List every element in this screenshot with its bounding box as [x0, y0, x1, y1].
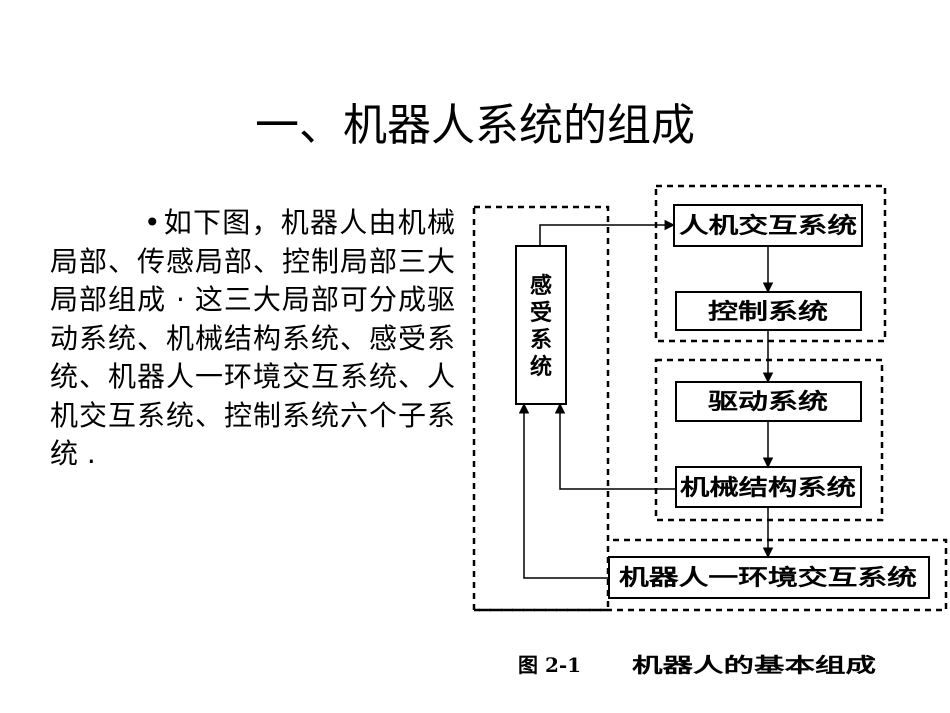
lower-subsystem-group-outline — [654, 358, 884, 522]
environment-interaction-box — [608, 556, 930, 599]
outer-group-bottom-outline — [474, 538, 948, 612]
sensing-label-char-4: 统 — [530, 354, 552, 380]
sensing-label-char-1: 感 — [530, 273, 552, 299]
sensing-label-char-3: 系 — [530, 327, 552, 353]
drive-system-label: 驱动系统 — [708, 389, 828, 415]
control-system-label: 控制系统 — [708, 299, 828, 325]
upper-subsystem-group-outline — [654, 184, 887, 343]
mechanical-to-sensing-connector — [554, 402, 676, 490]
sensing-to-hmi-connector — [539, 219, 676, 246]
environment-to-sensing-connector — [518, 402, 609, 579]
figure-caption: 机器人的基本组成 — [632, 653, 876, 677]
hmi-system-box — [673, 204, 863, 247]
slide-title: 一、机器人系统的组成 — [255, 100, 695, 151]
hmi-system-label: 人机交互系统 — [679, 213, 857, 239]
environment-interaction-label: 机器人一环境交互系统 — [619, 565, 917, 591]
control-system-box — [675, 291, 862, 331]
paragraph-text: 如下图，机器人由机械局部、传感局部、控制局部三大局部组成 · 这三大局部可分成驱… — [50, 206, 455, 470]
mechanical-system-box — [675, 466, 862, 508]
figure-number: 图 2-1 — [518, 653, 581, 677]
bullet-marker: • — [144, 206, 161, 239]
mechanical-system-label: 机械结构系统 — [680, 475, 856, 501]
body-paragraph: •如下图，机器人由机械局部、传感局部、控制局部三大局部组成 · 这三大局部可分成… — [50, 204, 455, 474]
sensing-label-char-2: 受 — [530, 300, 552, 326]
outer-robot-group-outline — [472, 205, 610, 612]
sensing-system-box — [515, 245, 567, 405]
